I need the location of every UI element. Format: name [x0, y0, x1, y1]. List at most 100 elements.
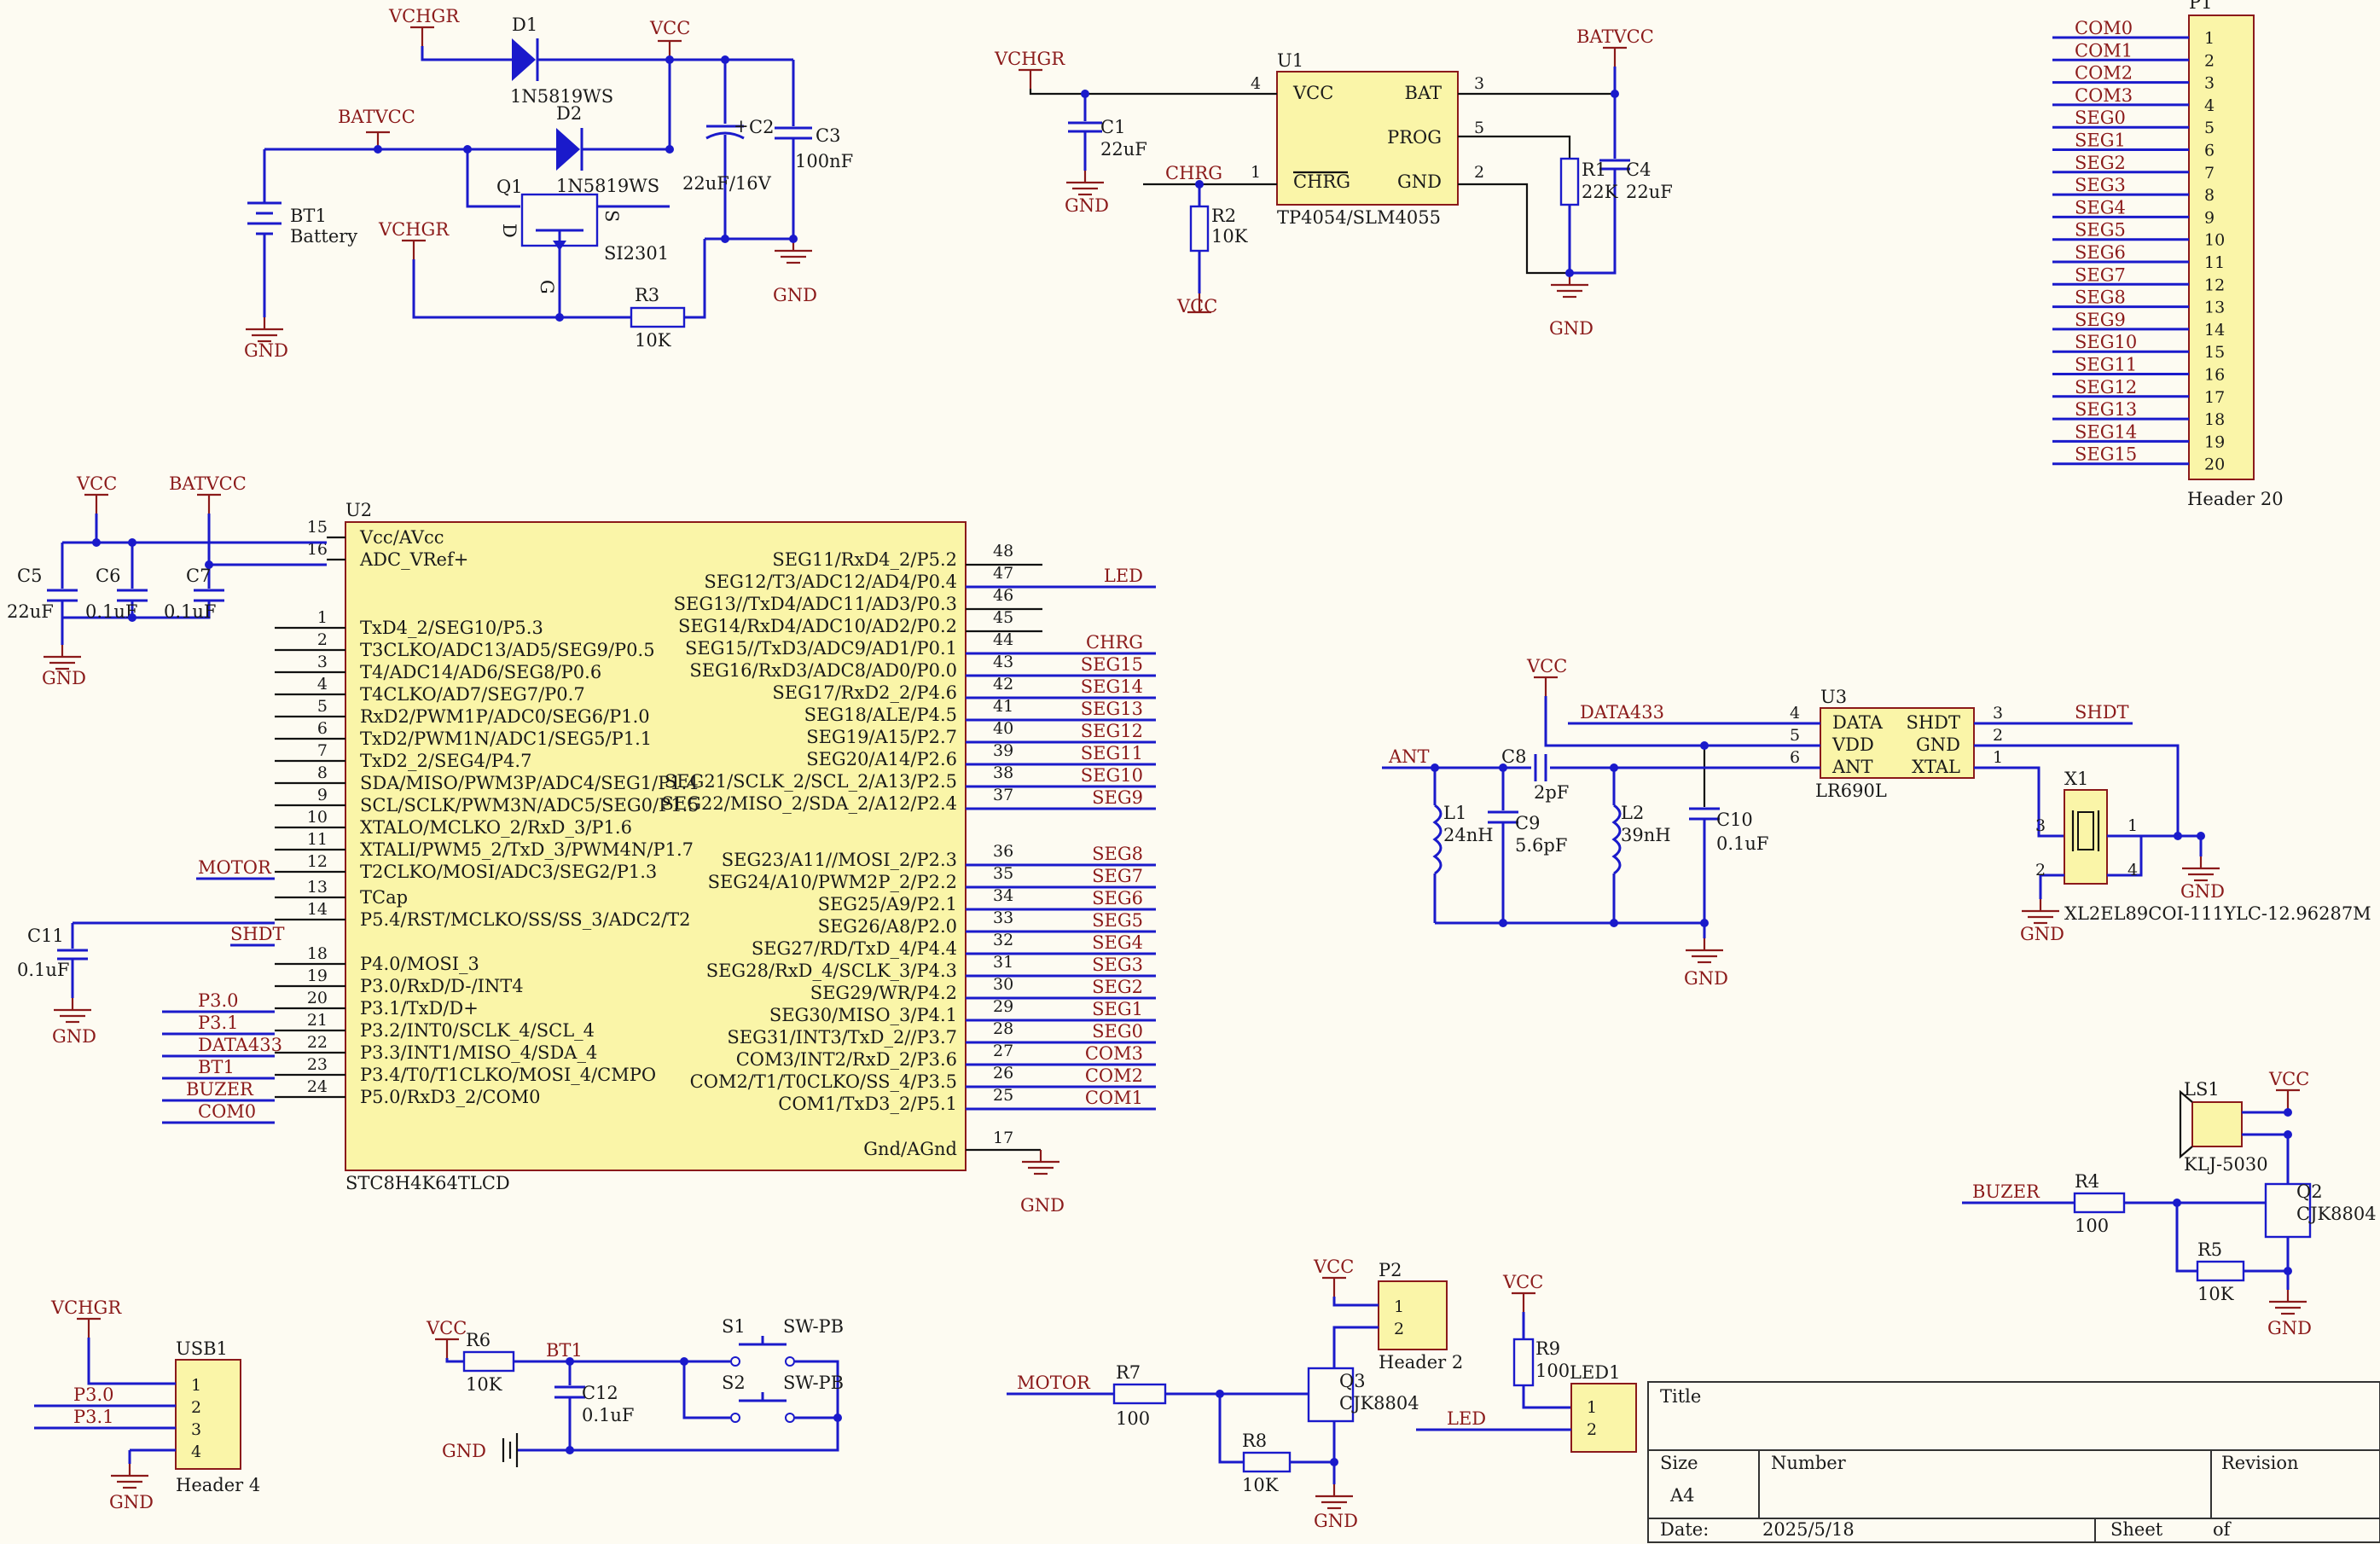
usb1-pin-3: 3: [191, 1420, 201, 1439]
mcu-left-pin-label: P4.0/MOSI_3: [360, 954, 479, 974]
mcu-left-pin-label: TCap: [360, 887, 408, 908]
u3-ref: U3: [1820, 687, 1847, 707]
c12-ref: C12: [582, 1383, 618, 1403]
tb-title: Title: [1660, 1386, 1701, 1407]
l1-value: 24nH: [1443, 825, 1494, 845]
q3-part: CJK8804: [1339, 1393, 1419, 1413]
tb-size: Size: [1660, 1453, 1698, 1473]
u3-n4: 4: [1790, 704, 1800, 723]
mcu-left-pin-number: 16: [307, 540, 328, 559]
l2-value: 39nH: [1621, 825, 1671, 845]
p1-pin-number: 16: [2204, 366, 2225, 385]
p1-net-label: COM0: [2075, 18, 2133, 38]
tb-date-value: 2025/5/18: [1762, 1519, 1855, 1540]
mcu-right-pin-label: SEG20/A14/P2.6: [806, 749, 957, 769]
ls1-part: KLJ-5030: [2184, 1154, 2268, 1175]
x1-n2: 2: [2035, 861, 2046, 879]
c10-value: 0.1uF: [1716, 833, 1769, 854]
mcu-left-pin-label: TxD2/PWM1N/ADC1/SEG5/P1.1: [360, 728, 652, 749]
x1-n4: 4: [2127, 861, 2138, 879]
u2-part: STC8H4K64TLCD: [345, 1173, 510, 1193]
u3-pin-vdd: VDD: [1831, 734, 1874, 755]
net-vchgr-usb: VCHGR: [50, 1297, 122, 1318]
tb-revision: Revision: [2221, 1453, 2298, 1473]
r5-ref: R5: [2197, 1239, 2222, 1260]
mcu-left-pin-label: P3.1/TxD/D+: [360, 998, 479, 1019]
q2-ref: Q2: [2296, 1181, 2323, 1202]
mcu-left-pin-number: 13: [307, 878, 328, 897]
p1-net-label: SEG7: [2075, 264, 2126, 285]
resistor-r9: [1512, 1338, 1535, 1387]
p1-pin-number: 3: [2204, 74, 2215, 93]
ls1-ref: LS1: [2184, 1079, 2220, 1100]
mcu-right-net-label: SEG9: [1092, 787, 1143, 808]
mcu-right-net-label: LED: [1104, 566, 1143, 586]
mcu-right-pin-number: 46: [993, 586, 1013, 605]
c3-value: 100nF: [795, 151, 853, 171]
mcu-left-pin-label: TxD4_2/SEG10/P5.3: [360, 618, 543, 638]
mcu-left-pin-number: 23: [307, 1055, 328, 1074]
rf-ic-u3: [1820, 707, 1975, 779]
u1-part: TP4054/SLM4055: [1277, 207, 1441, 228]
mcu-right-pin-number: 25: [993, 1086, 1013, 1105]
p2-pin-2: 2: [1394, 1320, 1404, 1338]
r2-value: 10K: [1211, 226, 1248, 247]
mcu-left-pin-number: 19: [307, 966, 328, 985]
mcu-right-pin-number: 41: [993, 697, 1013, 716]
mcu-right-pin-label: COM2/T1/T0CLKO/SS_4/P3.5: [690, 1071, 957, 1092]
l1-ref: L1: [1443, 803, 1466, 823]
x1-part: XL2EL89COI-111YLC-12.96287M: [2064, 903, 2371, 924]
r4-value: 100: [2075, 1216, 2109, 1236]
mcu-right-pin-label: SEG19/A15/P2.7: [806, 727, 957, 747]
u1-pin-chrg: CHRG: [1293, 171, 1350, 192]
net-vchgr-u1: VCHGR: [994, 49, 1065, 69]
mcu-right-net-label: SEG6: [1092, 888, 1143, 908]
gnd-buttons: GND: [442, 1441, 486, 1461]
rf-section: U3 LR690L DATA VDD ANT SHDT GND XTAL 4 5…: [1382, 656, 2371, 989]
mcu-left-pin-number: 21: [307, 1011, 328, 1030]
mcu-right-net-label: SEG10: [1081, 765, 1143, 786]
mcu-right-pin-label: SEG31/INT3/TxD_2//P3.7: [727, 1027, 957, 1048]
net-ant-rf: ANT: [1388, 746, 1430, 767]
q1-source: S: [601, 210, 622, 222]
buzzer-section: LS1 KLJ-5030 VCC GND Q2 CJK8804 BUZER R4…: [1962, 1069, 2377, 1338]
resistor-r7: [1112, 1383, 1167, 1405]
mcu-left-pin-number: 10: [307, 808, 328, 827]
c8-value: 2pF: [1534, 782, 1569, 803]
u3-n1: 1: [1993, 748, 2003, 767]
mcu-left-pin-label: T4CLKO/AD7/SEG7/P0.7: [360, 684, 585, 705]
u1-pin-vcc: VCC: [1292, 83, 1333, 103]
q1-drain: D: [499, 223, 520, 238]
p1-net-label: SEG1: [2075, 131, 2126, 151]
crystal-x1: [2064, 789, 2108, 885]
usb1-pin-1: 1: [191, 1376, 201, 1395]
net-p31-mcu: P3.1: [198, 1013, 239, 1033]
net-vcc-top: VCC: [649, 18, 690, 38]
net-bt1-buttons: BT1: [546, 1340, 583, 1361]
r1-value: 22K: [1582, 182, 1618, 202]
u3-n5: 5: [1790, 726, 1800, 745]
p1-ref: P1: [2189, 0, 2213, 13]
u1-n1: 1: [1251, 163, 1261, 182]
motor-section: P2 Header 2 1 2 VCC GND Q3 CJK8804 MOTOR…: [1007, 1257, 1463, 1531]
mcu-right-pin-label: SEG14/RxD4/ADC10/AD2/P0.2: [678, 616, 957, 636]
net-com0-mcu: COM0: [198, 1101, 256, 1122]
x1-ref: X1: [2064, 769, 2088, 789]
net-led: LED: [1447, 1408, 1486, 1429]
c4-value: 22uF: [1626, 182, 1673, 202]
tb-size-value: A4: [1669, 1485, 1695, 1506]
mcu-left-pin-label: P3.0/RxD/D-/INT4: [360, 976, 524, 996]
c11-value: 0.1uF: [17, 960, 70, 980]
net-vcc-buttons: VCC: [426, 1318, 467, 1338]
net-chrg-u1: CHRG: [1165, 163, 1222, 183]
p1-pin-number: 7: [2204, 164, 2215, 183]
usb1-pin-2: 2: [191, 1398, 201, 1417]
charger-ic-u1: [1276, 71, 1459, 206]
mcu-right-pin-label: SEG13//TxD4/ADC11/AD3/P0.3: [674, 594, 957, 614]
mcu-right-net-label: SEG11: [1081, 743, 1143, 763]
u1-n3: 3: [1474, 74, 1484, 93]
p1-pin-number: 10: [2204, 231, 2225, 250]
mcu-right-pin-number: 40: [993, 719, 1013, 738]
